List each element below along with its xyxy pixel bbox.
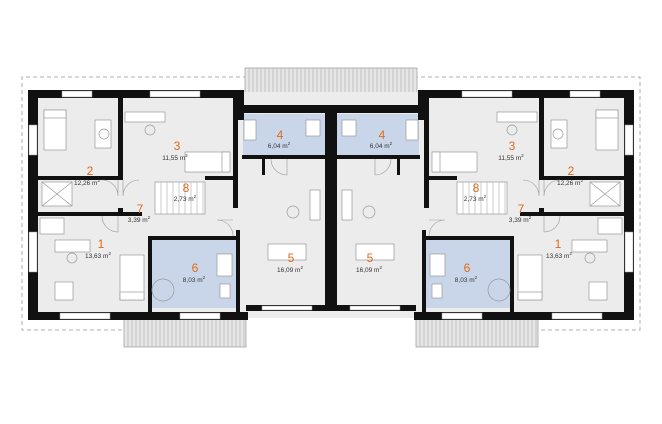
svg-text:7: 7: [518, 202, 525, 216]
roof-outline-right: [414, 76, 641, 331]
room-label-right-3: 3 11,55 m2: [498, 139, 524, 162]
svg-text:5: 5: [288, 251, 295, 265]
room-label-right-5: 5 16,09 m2: [356, 251, 383, 274]
svg-text:6: 6: [464, 261, 471, 275]
svg-text:8,03 m2: 8,03 m2: [183, 275, 206, 284]
balcony-bottom-right: [415, 314, 539, 348]
windows: [28, 90, 634, 320]
svg-text:1: 1: [555, 237, 562, 251]
svg-text:2: 2: [568, 164, 575, 178]
svg-text:3,39 m2: 3,39 m2: [128, 215, 151, 224]
staircase-right: [456, 181, 508, 215]
room-label-right-8: 8 2,73 m2: [464, 181, 487, 203]
furniture-left: [39, 109, 321, 302]
room-label-left-7: 7 3,39 m2: [128, 202, 151, 224]
svg-text:1: 1: [98, 237, 105, 251]
balcony-bottom-left: [123, 314, 247, 348]
svg-text:4: 4: [277, 128, 284, 142]
svg-text:8: 8: [473, 181, 480, 195]
svg-text:2,73 m2: 2,73 m2: [174, 194, 197, 203]
svg-text:6,04 m2: 6,04 m2: [268, 141, 291, 150]
svg-text:8: 8: [183, 181, 190, 195]
room-label-left-4: 4 6,04 m2: [268, 128, 291, 150]
room-label-left-3: 3 11,55 m2: [162, 139, 188, 162]
svg-text:16,09 m2: 16,09 m2: [356, 265, 383, 274]
roof-outline-left: [21, 76, 247, 331]
svg-text:7: 7: [137, 202, 144, 216]
balcony-top: [244, 67, 418, 95]
room-label-right-6: 6 8,03 m2: [455, 261, 478, 284]
svg-text:3: 3: [509, 139, 516, 153]
furniture-right: [341, 109, 623, 302]
svg-text:4: 4: [379, 128, 386, 142]
svg-text:5: 5: [367, 251, 374, 265]
room-label-left-5: 5 16,09 m2: [277, 251, 304, 274]
svg-text:12,26 m2: 12,26 m2: [557, 178, 584, 187]
svg-text:12,26 m2: 12,26 m2: [74, 178, 101, 187]
room-label-right-1: 1 13,63 m2: [546, 237, 573, 260]
svg-text:3,39 m2: 3,39 m2: [509, 215, 532, 224]
svg-text:11,55 m2: 11,55 m2: [498, 153, 524, 162]
svg-text:11,55 m2: 11,55 m2: [162, 153, 188, 162]
svg-text:16,09 m2: 16,09 m2: [277, 265, 304, 274]
svg-text:13,63 m2: 13,63 m2: [85, 251, 112, 260]
room-label-left-2: 2 12,26 m2: [74, 164, 101, 187]
room-label-left-8: 8 2,73 m2: [174, 181, 197, 203]
staircase-left: [154, 181, 206, 215]
svg-text:6,04 m2: 6,04 m2: [370, 141, 393, 150]
room-label-right-7: 7 3,39 m2: [509, 202, 532, 224]
room-label-right-2: 2 12,26 m2: [557, 164, 584, 187]
svg-text:8,03 m2: 8,03 m2: [455, 275, 478, 284]
svg-text:2,73 m2: 2,73 m2: [464, 194, 487, 203]
svg-text:6: 6: [192, 261, 199, 275]
room-label-right-4: 4 6,04 m2: [370, 128, 393, 150]
svg-text:3: 3: [174, 139, 181, 153]
svg-text:2: 2: [87, 164, 94, 178]
room-label-left-1: 1 13,63 m2: [85, 237, 112, 260]
svg-text:13,63 m2: 13,63 m2: [546, 251, 573, 260]
room-label-left-6: 6 8,03 m2: [183, 261, 206, 284]
doors: [101, 158, 561, 237]
walls: [28, 90, 634, 320]
